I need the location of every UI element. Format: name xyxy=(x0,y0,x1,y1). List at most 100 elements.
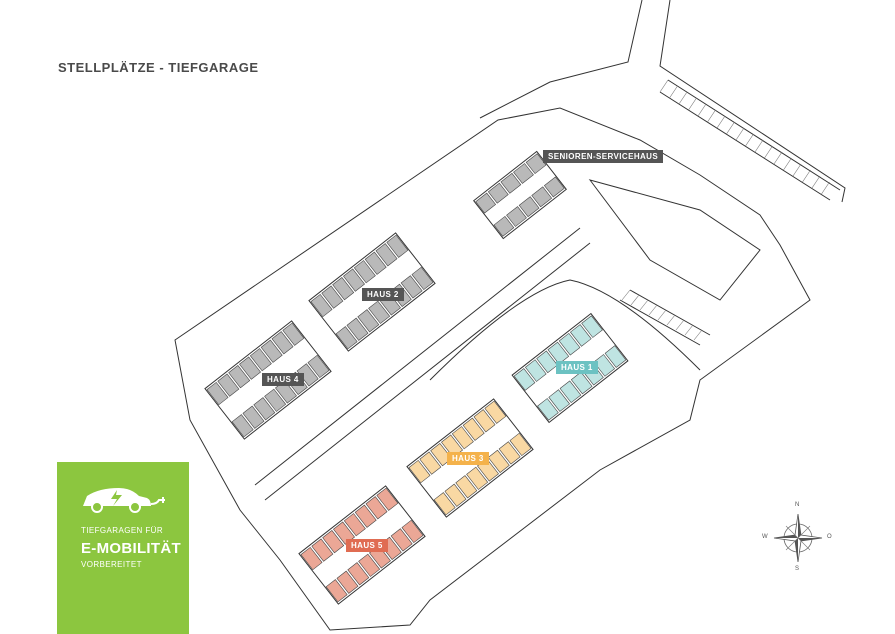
parking-bay xyxy=(487,449,510,473)
compass-n: N xyxy=(795,502,800,508)
parking-bay xyxy=(347,562,370,586)
parking-bay xyxy=(239,356,261,380)
parking-bay xyxy=(509,432,532,457)
parking-bay xyxy=(325,579,348,603)
parking-bay xyxy=(249,348,272,372)
parking-bay xyxy=(343,513,366,537)
parking-bay xyxy=(332,277,355,301)
parking-bay xyxy=(375,243,398,267)
parking-bay xyxy=(419,451,442,475)
parking-bay xyxy=(493,215,515,237)
electric-car-icon xyxy=(83,488,165,513)
compass-rose-icon: N S W O xyxy=(762,502,834,574)
parking-bay xyxy=(559,380,582,404)
label-haus-4: HAUS 4 xyxy=(262,373,304,386)
label-haus-3: HAUS 3 xyxy=(447,452,489,465)
parking-bay xyxy=(473,409,496,433)
central-courtyard xyxy=(588,179,761,301)
parking-bay xyxy=(358,553,381,577)
label-senioren: SENIOREN-SERVICEHAUS xyxy=(543,150,664,163)
parking-bay xyxy=(307,354,330,379)
parking-bay xyxy=(206,381,229,406)
parking-bay xyxy=(253,397,276,421)
parking-bay xyxy=(376,487,399,511)
page-title: STELLPLÄTZE - TIEFGARAGE xyxy=(58,60,259,75)
parking-bay xyxy=(558,332,581,356)
parking-bay xyxy=(368,300,391,324)
label-haus-2: HAUS 2 xyxy=(362,288,404,301)
parking-bay xyxy=(408,459,431,484)
emobility-line-3: VORBEREITET xyxy=(81,560,142,569)
parking-bay xyxy=(570,371,593,395)
parking-stripes xyxy=(621,79,830,341)
driving-aisle-2 xyxy=(429,279,701,381)
emobility-line-2: E-MOBILITÄT xyxy=(81,540,181,557)
senioren-block xyxy=(473,150,567,240)
parking-bay xyxy=(336,570,359,594)
parking-bay xyxy=(353,260,376,284)
parking-bay xyxy=(364,251,387,275)
parking-bay xyxy=(498,441,521,465)
parking-bay xyxy=(513,163,534,184)
parking-bay xyxy=(444,483,467,507)
parking-bay xyxy=(506,206,527,227)
emobility-line-1: TIEFGARAGEN FÜR xyxy=(81,526,164,535)
parking-bay xyxy=(311,538,334,562)
parking-bay xyxy=(354,504,377,528)
street-top xyxy=(479,0,846,203)
parking-bay xyxy=(525,153,547,175)
parking-bay xyxy=(231,414,254,438)
parking-bay xyxy=(548,389,570,412)
parking-bay xyxy=(593,354,616,377)
parking-bay xyxy=(537,398,559,421)
compass-o: O xyxy=(827,534,832,540)
parking-bay xyxy=(322,530,345,554)
garage-outline xyxy=(174,107,811,631)
parking-bay xyxy=(260,339,283,363)
parking-bay xyxy=(455,475,478,499)
parking-bay xyxy=(433,492,456,516)
parking-bay xyxy=(390,528,413,552)
parking-bay xyxy=(543,176,565,198)
parking-bay xyxy=(271,331,294,355)
parking-bay xyxy=(401,519,424,544)
parking-bay xyxy=(310,293,333,318)
parking-bay xyxy=(570,324,592,347)
parking-bay xyxy=(346,317,369,341)
parking-bay xyxy=(321,285,344,309)
label-haus-1: HAUS 1 xyxy=(556,361,598,374)
parking-bay xyxy=(357,309,380,333)
parking-bay xyxy=(365,496,388,520)
parking-bay xyxy=(300,546,323,571)
parking-bay xyxy=(466,466,489,490)
parking-bay xyxy=(335,326,358,350)
parking-bay xyxy=(581,315,603,338)
parking-bay xyxy=(475,192,497,214)
parking-bay xyxy=(518,196,540,218)
parking-bay xyxy=(536,350,558,374)
parking-bay xyxy=(484,400,507,424)
emobility-box: TIEFGARAGEN FÜR E-MOBILITÄT VORBEREITET xyxy=(57,462,189,634)
parking-bay xyxy=(411,266,434,291)
compass-s: S xyxy=(795,566,800,572)
parking-bay xyxy=(487,182,509,204)
parking-bay xyxy=(451,426,474,450)
parking-bay xyxy=(400,275,423,299)
parking-bay xyxy=(524,359,547,382)
label-haus-5: HAUS 5 xyxy=(346,539,388,552)
parking-bay xyxy=(386,234,409,258)
parking-bay xyxy=(264,388,287,412)
compass-w: W xyxy=(762,534,768,540)
parking-bay xyxy=(343,268,365,292)
parking-bay xyxy=(531,186,553,208)
parking-bay xyxy=(604,345,627,368)
parking-bay xyxy=(282,322,305,346)
parking-bay xyxy=(547,341,570,365)
top-parking-row xyxy=(659,79,841,201)
parking-bay xyxy=(228,365,251,389)
parking-bay xyxy=(513,368,536,391)
right-parking-row xyxy=(619,289,711,346)
parking-bay xyxy=(462,417,485,441)
parking-bay xyxy=(217,373,240,397)
parking-bay xyxy=(242,405,265,429)
